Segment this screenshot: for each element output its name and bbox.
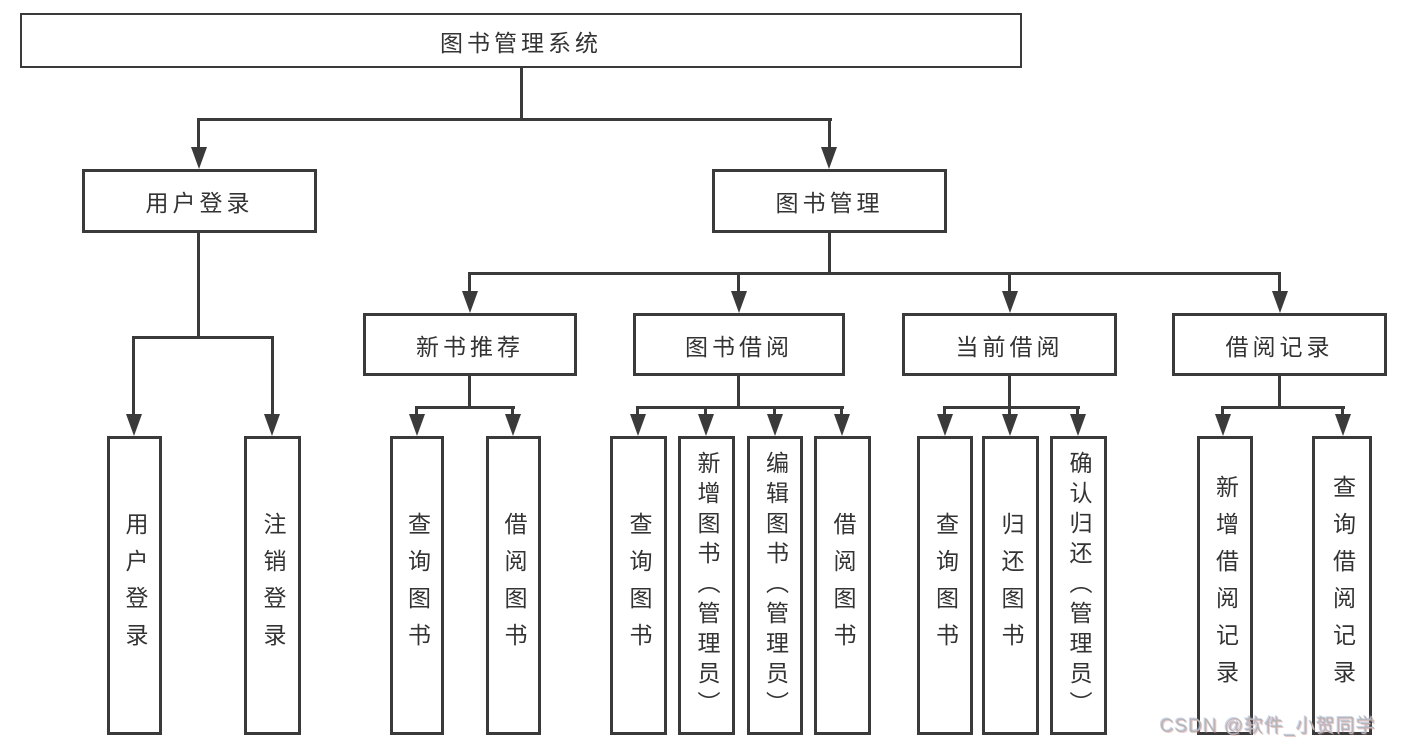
leaf-query-books-current: 查询图书 — [917, 436, 973, 735]
arrow-down-icon — [937, 414, 953, 436]
node-user-login: 用户登录 — [82, 169, 317, 233]
connector-line — [415, 406, 515, 409]
connector-line — [1008, 406, 1011, 418]
connector-line — [415, 406, 418, 418]
leaf-label: 查询图书 — [404, 511, 431, 660]
arrow-down-icon — [1002, 414, 1018, 436]
node-label: 新书推荐 — [416, 333, 524, 360]
connector-line — [840, 406, 843, 418]
connector-line — [737, 376, 740, 406]
leaf-label: 借阅图书 — [501, 511, 527, 660]
arrow-down-icon — [126, 414, 142, 436]
connector-line — [197, 233, 200, 336]
node-book-borrowing: 图书借阅 — [633, 313, 845, 376]
connector-line — [943, 406, 1080, 409]
arrow-down-icon — [1002, 291, 1018, 313]
node-current-borrowing: 当前借阅 — [902, 313, 1117, 376]
arrow-down-icon — [462, 291, 478, 313]
connector-line — [1008, 272, 1011, 294]
leaf-logout: 注销登录 — [244, 436, 301, 735]
arrow-down-icon — [821, 147, 837, 169]
node-label: 用户登录 — [145, 190, 254, 216]
arrow-down-icon — [264, 414, 280, 436]
node-borrowing-records: 借阅记录 — [1172, 313, 1387, 376]
connector-line — [1278, 376, 1281, 406]
arrow-down-icon — [505, 414, 521, 436]
arrow-down-icon — [1335, 414, 1351, 436]
connector-line — [737, 272, 740, 294]
connector-line — [828, 118, 831, 150]
connector-line — [636, 406, 639, 418]
leaf-return-books: 归还图书 — [982, 436, 1039, 735]
connector-line — [704, 406, 707, 418]
node-book-management-system: 图书管理系统 — [20, 13, 1022, 68]
connector-line — [197, 118, 200, 150]
leaf-label: 查询图书 — [626, 511, 652, 660]
leaf-label: 查询借阅记录 — [1329, 474, 1356, 697]
leaf-confirm-return-admin: 确认归还（管理员） — [1050, 436, 1107, 735]
leaf-user-login: 用户登录 — [107, 436, 162, 735]
node-label: 借阅记录 — [1225, 333, 1334, 360]
leaf-label: 注销登录 — [260, 511, 286, 660]
connector-line — [943, 406, 946, 418]
arrow-down-icon — [698, 414, 714, 436]
node-label: 图书管理系统 — [440, 29, 602, 56]
leaf-label: 编辑图书（管理员） — [762, 450, 789, 721]
arrow-down-icon — [409, 414, 425, 436]
connector-line — [468, 272, 1281, 275]
leaf-borrow-books-borrowing: 借阅图书 — [814, 436, 871, 735]
connector-line — [468, 272, 471, 294]
arrow-down-icon — [1215, 414, 1231, 436]
connector-line — [1076, 406, 1079, 418]
arrow-down-icon — [191, 147, 207, 169]
connector-line — [520, 68, 523, 118]
leaf-add-book-admin: 新增图书（管理员） — [678, 436, 735, 735]
leaf-label: 新增借阅记录 — [1212, 474, 1239, 697]
leaf-query-books-borrowing: 查询图书 — [610, 436, 667, 735]
connector-line — [1341, 406, 1344, 418]
leaf-label: 确认归还（管理员） — [1066, 450, 1092, 721]
arrow-down-icon — [834, 414, 850, 436]
leaf-query-borrow-record: 查询借阅记录 — [1312, 436, 1372, 735]
arrow-down-icon — [1272, 291, 1288, 313]
connector-line — [1221, 406, 1345, 409]
connector-line — [271, 336, 274, 416]
watermark: CSDN @软件_小贺同学 — [1160, 716, 1376, 737]
node-label: 图书借阅 — [685, 333, 793, 360]
connector-line — [1278, 272, 1281, 294]
node-new-book-recommendation: 新书推荐 — [363, 313, 577, 376]
connector-line — [198, 118, 832, 121]
connector-line — [133, 336, 274, 339]
leaf-add-borrow-record: 新增借阅记录 — [1197, 436, 1253, 735]
node-book-management: 图书管理 — [712, 169, 947, 233]
arrow-down-icon — [767, 414, 783, 436]
node-label: 当前借阅 — [955, 333, 1064, 360]
arrow-down-icon — [731, 291, 747, 313]
leaf-label: 查询图书 — [932, 511, 959, 660]
leaf-label: 用户登录 — [122, 511, 148, 660]
leaf-label: 新增图书（管理员） — [694, 450, 720, 721]
leaf-edit-book-admin: 编辑图书（管理员） — [747, 436, 803, 735]
connector-line — [468, 376, 471, 406]
connector-line — [1221, 406, 1224, 418]
connector-line — [1008, 376, 1011, 406]
leaf-label: 归还图书 — [998, 511, 1024, 660]
leaf-borrow-books-recommend: 借阅图书 — [486, 436, 541, 735]
arrow-down-icon — [630, 414, 646, 436]
connector-line — [511, 406, 514, 418]
connector-line — [636, 406, 844, 409]
connector-line — [828, 233, 831, 272]
connector-line — [132, 336, 135, 416]
node-label: 图书管理 — [775, 190, 884, 216]
connector-line — [773, 406, 776, 418]
leaf-query-books-recommend: 查询图书 — [390, 436, 444, 735]
leaf-label: 借阅图书 — [830, 511, 856, 660]
arrow-down-icon — [1070, 414, 1086, 436]
